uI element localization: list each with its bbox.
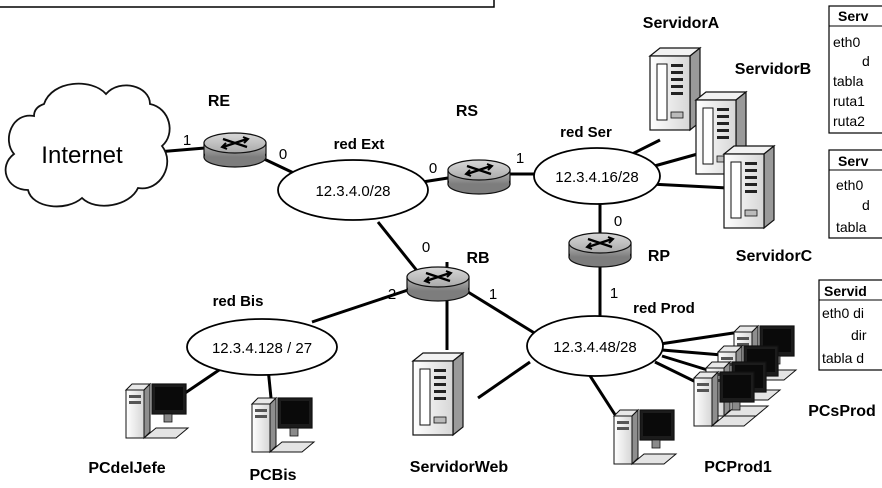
table2-line-2: d	[862, 197, 870, 213]
pc-prod1-label: PCProd1	[704, 459, 772, 476]
router-rp-port-0: 0	[614, 213, 622, 230]
net-prod-address: 12.3.4.48/28	[553, 339, 636, 356]
table3-line-1: eth0 di	[822, 305, 864, 321]
net-ext-name: red Ext	[334, 136, 385, 153]
link-rb-redbis	[311, 288, 409, 324]
router-rb-label: RB	[466, 250, 489, 267]
server-a: ServidorA	[643, 15, 720, 131]
router-rs: RS 0 1	[429, 103, 524, 196]
table3-line-3: tabla d	[822, 350, 864, 366]
server-b: ServidorB	[695, 61, 811, 175]
net-bis: 12.3.4.128 / 27 red Bis	[186, 293, 338, 376]
net-ext-address: 12.3.4.0/28	[315, 183, 390, 200]
links	[156, 138, 741, 439]
pcs-prod-label: PCsProd	[808, 403, 876, 420]
table1-line-0: Serv	[838, 8, 869, 24]
router-rp-port-1: 1	[610, 285, 618, 302]
table1-line-2: d	[862, 53, 870, 69]
net-ser-name: red Ser	[560, 124, 612, 141]
router-rp-label: RP	[648, 248, 671, 265]
table2-line-0: Serv	[838, 153, 869, 169]
table1-line-4: ruta1	[833, 93, 865, 109]
pc-bis-label: PCBis	[249, 467, 296, 483]
table1-line-5: ruta2	[833, 113, 865, 129]
server-a-label: ServidorA	[643, 15, 720, 32]
pc-prod1: PCProd1	[613, 409, 772, 476]
link-redext-rb	[376, 221, 420, 273]
pc-jefe: PCdelJefe	[88, 383, 189, 477]
net-prod: 12.3.4.48/28 red Prod	[526, 300, 695, 377]
server-web-label: ServidorWeb	[410, 459, 509, 476]
server-web: ServidorWeb	[410, 352, 509, 476]
internet-label: Internet	[41, 142, 123, 169]
table2-line-3: tabla	[836, 219, 867, 235]
link-redser-c	[649, 182, 729, 190]
link-rb-redprod	[467, 290, 537, 336]
table3-line-0: Servid	[824, 283, 867, 299]
router-rs-label: RS	[456, 103, 479, 120]
net-prod-name: red Prod	[633, 300, 695, 317]
side-table-1: Serv eth0 d tabla ruta1 ruta2	[828, 5, 882, 134]
server-b-label: ServidorB	[735, 61, 811, 78]
table3-line-2: dir	[851, 327, 867, 343]
router-rb-port-2: 2	[388, 286, 396, 303]
net-ser: 12.3.4.16/28 red Ser	[533, 124, 661, 205]
side-table-2: Serv eth0 d tabla	[828, 149, 882, 239]
link-redprod-pcs4	[654, 360, 701, 386]
router-rs-port-1: 1	[516, 150, 524, 167]
server-c-label: ServidorC	[736, 248, 813, 265]
link-redprod-pcs3	[661, 354, 715, 374]
pc-bis: PCBis	[249, 397, 315, 484]
link-redprod-pcs2	[661, 348, 723, 357]
net-ser-address: 12.3.4.16/28	[555, 169, 638, 186]
link-redprod-pcs1	[659, 330, 741, 346]
router-rb-port-1: 1	[489, 286, 497, 303]
frame-edge	[0, 0, 495, 8]
pcs-prod-group: PCsProd	[693, 325, 876, 427]
table1-line-3: tabla	[833, 73, 864, 89]
server-c: ServidorC	[723, 145, 813, 265]
internet-cloud: Internet	[4, 82, 171, 208]
router-re-label: RE	[208, 93, 231, 110]
router-rs-port-0: 0	[429, 160, 437, 177]
router-re: RE 1 0	[183, 93, 287, 169]
link-redprod-web	[477, 360, 531, 400]
pc-jefe-label: PCdelJefe	[88, 460, 165, 477]
router-rp: RP 0 1	[567, 213, 671, 302]
router-re-port-0: 0	[279, 146, 287, 163]
router-rb: RB 0 2 1	[388, 239, 497, 303]
net-bis-name: red Bis	[213, 293, 264, 310]
net-bis-address: 12.3.4.128 / 27	[212, 340, 312, 357]
net-ext: 12.3.4.0/28 red Ext	[277, 136, 429, 221]
table2-line-1: eth0	[836, 177, 863, 193]
router-rb-port-0: 0	[422, 239, 430, 256]
router-re-port-1: 1	[183, 132, 191, 149]
side-table-3: Servid eth0 di dir tabla d	[818, 279, 882, 371]
table1-line-1: eth0	[833, 34, 860, 50]
